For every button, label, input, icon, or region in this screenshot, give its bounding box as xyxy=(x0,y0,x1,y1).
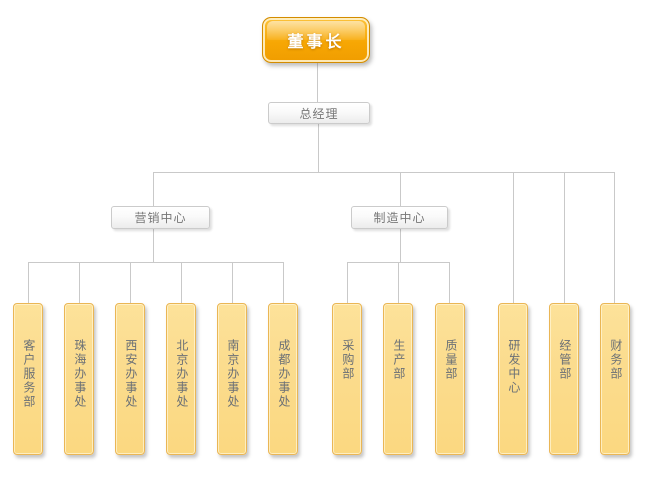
connector-line xyxy=(614,172,615,303)
connector-line xyxy=(28,262,283,263)
org-node-general-manager[interactable]: 总经理 xyxy=(268,102,370,124)
dept-label: 经管部 xyxy=(557,339,572,381)
org-node-finance-dept[interactable]: 财务部 xyxy=(600,303,630,455)
dept-label: 西安办事处 xyxy=(123,339,138,409)
dept-label: 财务部 xyxy=(608,339,623,381)
org-node-manufacturing-center[interactable]: 制造中心 xyxy=(351,206,448,229)
connector-line xyxy=(153,172,154,206)
connector-line xyxy=(28,262,29,303)
dept-label: 成都办事处 xyxy=(276,339,291,409)
org-node-nanjing-office[interactable]: 南京办事处 xyxy=(217,303,247,455)
connector-line xyxy=(449,262,450,303)
connector-line xyxy=(232,262,233,303)
dept-label: 南京办事处 xyxy=(225,339,240,409)
dept-label: 采购部 xyxy=(340,339,355,381)
connector-line xyxy=(347,262,348,303)
connector-line xyxy=(153,172,615,173)
org-node-production-dept[interactable]: 生产部 xyxy=(383,303,413,455)
org-node-rnd-center[interactable]: 研发中心 xyxy=(498,303,528,455)
org-node-marketing-center[interactable]: 营销中心 xyxy=(111,206,210,229)
connector-line xyxy=(398,262,399,303)
connector-line xyxy=(181,262,182,303)
connector-line xyxy=(400,172,401,206)
org-node-chairman[interactable]: 董事长 xyxy=(262,17,370,63)
org-node-xian-office[interactable]: 西安办事处 xyxy=(115,303,145,455)
connector-line xyxy=(400,229,401,262)
general-manager-label: 总经理 xyxy=(299,106,339,121)
connector-line xyxy=(564,172,565,303)
connector-line xyxy=(513,172,514,303)
org-node-purchasing-dept[interactable]: 采购部 xyxy=(332,303,362,455)
dept-label: 生产部 xyxy=(391,339,406,381)
connector-line xyxy=(153,229,154,262)
org-node-management-dept[interactable]: 经管部 xyxy=(549,303,579,455)
dept-label: 珠海办事处 xyxy=(72,339,87,409)
connector-line xyxy=(283,262,284,303)
marketing-center-label: 营销中心 xyxy=(134,211,187,225)
org-node-zhuhai-office[interactable]: 珠海办事处 xyxy=(64,303,94,455)
chairman-label: 董事长 xyxy=(287,34,345,51)
dept-label: 研发中心 xyxy=(506,339,521,395)
manufacturing-center-label: 制造中心 xyxy=(373,211,426,225)
dept-label: 北京办事处 xyxy=(174,339,189,409)
org-node-customer-service-dept[interactable]: 客户服务部 xyxy=(13,303,43,455)
org-node-quality-dept[interactable]: 质量部 xyxy=(435,303,465,455)
connector-line xyxy=(79,262,80,303)
connector-line xyxy=(318,124,319,172)
dept-label: 客户服务部 xyxy=(21,339,36,409)
org-node-beijing-office[interactable]: 北京办事处 xyxy=(166,303,196,455)
connector-line xyxy=(317,63,318,102)
dept-label: 质量部 xyxy=(443,339,458,381)
connector-line xyxy=(130,262,131,303)
org-node-chengdu-office[interactable]: 成都办事处 xyxy=(268,303,298,455)
